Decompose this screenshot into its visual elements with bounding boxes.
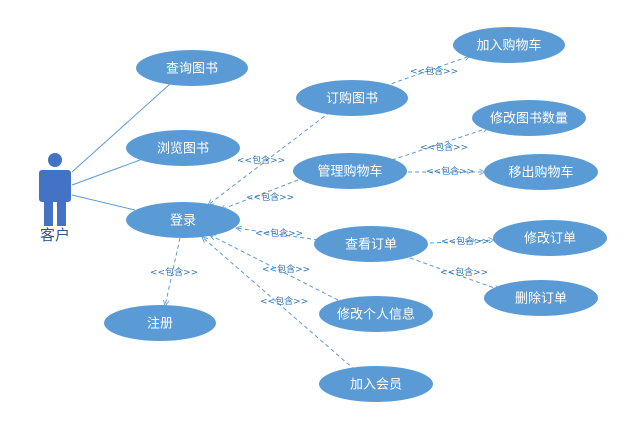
- usecase-label: 修改图书数量: [490, 112, 568, 127]
- actor-leg-icon: [57, 200, 66, 226]
- association-line: [71, 159, 141, 186]
- actor-label: 客户: [40, 226, 70, 244]
- dependency-manage-cart-to-modify-qty: <<包含>>: [391, 128, 488, 161]
- usecase-label: 移出购物车: [508, 165, 573, 181]
- usecase-label: 加入会员: [350, 378, 402, 393]
- usecase-label: 加入购物车: [476, 38, 541, 54]
- usecase-label: 查看订单: [345, 237, 397, 253]
- actor-customer[interactable]: 客户: [39, 153, 71, 244]
- usecase-login[interactable]: 登录: [126, 202, 240, 238]
- usecase-order-books[interactable]: 订购图书: [296, 80, 408, 116]
- usecase-join-member[interactable]: 加入会员: [319, 366, 433, 402]
- usecase-delete-order[interactable]: 删除订单: [484, 280, 598, 316]
- stereotype-label: <<包含>>: [262, 263, 310, 275]
- usecase-add-to-cart[interactable]: 加入购物车: [453, 27, 565, 63]
- usecase-label: 订购图书: [326, 91, 378, 107]
- usecase-label: 浏览图书: [157, 141, 209, 157]
- dependency-join-member-to-login: <<包含>>: [202, 237, 356, 371]
- usecase-manage-cart[interactable]: 管理购物车: [293, 153, 407, 189]
- usecase-label: 登录: [170, 214, 196, 229]
- actor-leg-icon: [44, 200, 53, 226]
- usecase-remove-from-cart[interactable]: 移出购物车: [484, 154, 598, 190]
- actor-body-icon: [39, 170, 71, 202]
- usecase-browse-books[interactable]: 浏览图书: [126, 130, 240, 166]
- usecase-label: 注册: [147, 317, 173, 332]
- usecase-label: 修改订单: [524, 232, 576, 247]
- usecase-label: 修改个人信息: [337, 307, 415, 323]
- stereotype-label: <<包含>>: [440, 266, 488, 278]
- usecase-label: 删除订单: [515, 292, 567, 307]
- stereotype-label: <<包含>>: [255, 227, 303, 239]
- stereotype-label: <<包含>>: [410, 65, 458, 77]
- stereotype-label: <<包含>>: [260, 295, 308, 307]
- stereotype-label: <<包含>>: [246, 191, 294, 203]
- stereotype-label: <<包含>>: [441, 235, 489, 247]
- dependency-order-to-add-cart: <<包含>>: [384, 56, 470, 87]
- actor-head-icon: [48, 153, 62, 167]
- dependency-modify-profile-to-login: <<包含>>: [210, 234, 339, 301]
- usecase-label: 查询图书: [166, 62, 218, 77]
- association-line: [71, 194, 136, 211]
- usecase-modify-order[interactable]: 修改订单: [493, 220, 607, 256]
- stereotype-label: <<包含>>: [426, 165, 474, 177]
- stereotype-label: <<包含>>: [150, 266, 198, 278]
- dependency-manage-cart-to-remove: <<包含>>: [408, 165, 485, 177]
- dependency-order-to-login: <<包含>>: [208, 111, 331, 205]
- dependency-view-orders-to-login: <<包含>>: [236, 227, 319, 241]
- usecase-modify-profile[interactable]: 修改个人信息: [319, 296, 433, 332]
- usecase-label: 管理购物车: [317, 164, 382, 180]
- dependency-login-register: <<包含>>: [150, 237, 198, 306]
- usecase-view-orders[interactable]: 查看订单: [314, 226, 428, 262]
- usecase-modify-book-qty[interactable]: 修改图书数量: [472, 100, 586, 136]
- stereotype-label: <<包含>>: [420, 141, 468, 153]
- dependency-view-orders-to-modify-order: <<包含>>: [429, 235, 494, 247]
- dependency-manage-cart-to-login: <<包含>>: [220, 179, 299, 210]
- usecase-query-books[interactable]: 查询图书: [136, 50, 248, 86]
- association-line: [71, 83, 171, 173]
- usecase-register[interactable]: 注册: [104, 305, 216, 341]
- stereotype-label: <<包含>>: [237, 154, 285, 166]
- dependency-view-orders-to-delete-order: <<包含>>: [409, 257, 500, 290]
